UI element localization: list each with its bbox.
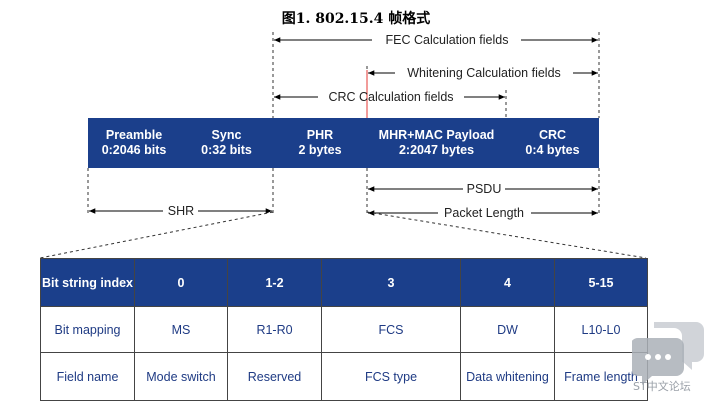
field-phr: PHR 2 bytes — [273, 118, 367, 168]
table-cell: 3 — [321, 258, 461, 307]
table-cell: 4 — [460, 258, 555, 307]
whitening-dimension: Whitening Calculation fields — [368, 66, 598, 80]
table-cell: DW — [460, 306, 555, 353]
zoom-lines — [39, 211, 647, 259]
psdu-label: PSDU — [467, 182, 502, 196]
table-cell: Data whitening — [460, 352, 555, 401]
field-sync: Sync 0:32 bits — [180, 118, 273, 168]
table-cell: Bit mapping — [40, 306, 135, 353]
fec-label: FEC Calculation fields — [386, 33, 509, 47]
table-cell: FCS — [321, 306, 461, 353]
field-preamble-name: Preamble — [105, 128, 163, 142]
table-cell: R1-R0 — [227, 306, 322, 353]
bit-table: Bit string index 0 1-2 3 4 5-15 Bit mapp… — [40, 258, 648, 401]
crc-dimension: CRC Calculation fields — [274, 90, 505, 104]
field-preamble-size: 0:2046 bits — [101, 143, 167, 157]
figure-title: 图1. 802.15.4 帧格式 — [281, 11, 431, 27]
whitening-label: Whitening Calculation fields — [407, 66, 561, 80]
field-phr-name: PHR — [306, 128, 334, 142]
table-cell: 1-2 — [227, 258, 322, 307]
table-cell: Reserved — [227, 352, 322, 401]
field-mhr-name: MHR+MAC Payload — [378, 128, 495, 142]
table-row: Field name Mode switch Reserved FCS type… — [40, 352, 648, 401]
table-cell: Mode switch — [134, 352, 228, 401]
table-header-row: Bit string index 0 1-2 3 4 5-15 — [40, 258, 648, 307]
field-crc-size: 0:4 bytes — [525, 143, 580, 157]
table-cell: FCS type — [321, 352, 461, 401]
fec-dimension: FEC Calculation fields — [274, 33, 598, 47]
psdu-dimension: PSDU — [368, 182, 598, 196]
table-row: Bit mapping MS R1-R0 FCS DW L10-L0 — [40, 306, 648, 353]
table-cell: 5-15 — [554, 258, 648, 307]
packet-length-label: Packet Length — [444, 206, 524, 220]
field-mhr-size: 2:2047 bytes — [398, 143, 475, 157]
packet-length-dimension: Packet Length — [368, 206, 598, 220]
table-cell: Bit string index — [40, 258, 135, 307]
field-phr-size: 2 bytes — [298, 143, 342, 157]
field-sync-size: 0:32 bits — [201, 143, 252, 157]
shr-label: SHR — [168, 204, 194, 218]
field-sync-name: Sync — [211, 128, 242, 142]
field-preamble: Preamble 0:2046 bits — [88, 118, 180, 168]
field-mhr-mac-payload: MHR+MAC Payload 2:2047 bytes — [367, 118, 506, 168]
table-cell: 0 — [134, 258, 228, 307]
watermark-text: ST中文论坛 — [633, 380, 691, 393]
field-crc-name: CRC — [538, 128, 567, 142]
shr-dimension: SHR — [89, 204, 272, 218]
crc-label: CRC Calculation fields — [328, 90, 453, 104]
field-crc: CRC 0:4 bytes — [506, 118, 599, 168]
chat-bubble-icon — [632, 322, 704, 385]
table-cell: Field name — [40, 352, 135, 401]
table-cell: MS — [134, 306, 228, 353]
